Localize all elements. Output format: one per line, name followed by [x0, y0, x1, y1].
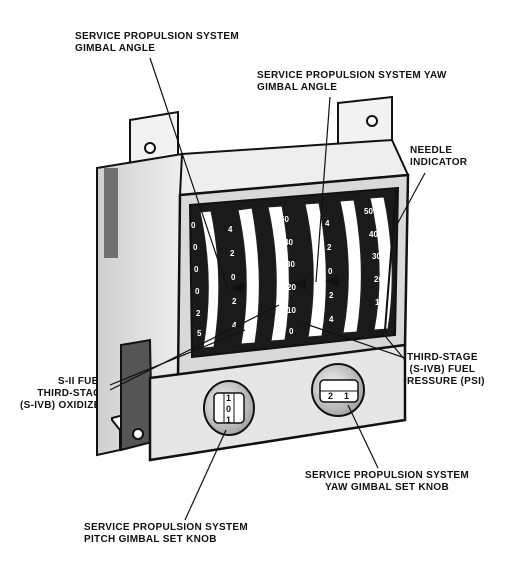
left-tick-4: 2 [196, 309, 201, 318]
leader-lines [109, 57, 426, 521]
pressure-tick-4: 10 [287, 306, 296, 315]
pressure2-tick-5: 0 [377, 319, 382, 328]
yaw-digit-1: 1 [344, 391, 349, 401]
yaw-tick-1: 2 [327, 243, 332, 252]
pitch-tick-0: 4 [228, 225, 233, 234]
yaw-tick-3: 2 [329, 291, 334, 300]
yaw-tick-4: 4 [329, 315, 334, 324]
pressure2-tick-2: 30 [372, 252, 381, 261]
pressure-tick-3: 20 [287, 283, 296, 292]
yaw-tick-2: 0 [328, 267, 333, 276]
yaw-gimbal-set-knob[interactable]: 2 1 [311, 363, 365, 417]
pressure-tick-5: 0 [289, 327, 294, 336]
pitch-tick-1: 2 [230, 249, 235, 258]
needle-indicator [384, 189, 397, 331]
left-tick-1: 0 [193, 243, 198, 252]
yaw-tick-0: 4 [325, 219, 330, 228]
pressure2-tick-4: 10 [375, 298, 384, 307]
pitch-digit-2: 1 [226, 415, 231, 425]
pressure2-tick-1: 40 [369, 230, 378, 239]
pitch-tick-4: 4 [232, 321, 237, 330]
pitch-gimbal-set-knob[interactable]: 1 0 1 [203, 380, 255, 436]
yaw-digit-0: 2 [328, 391, 333, 401]
pitch-tick-2: 0 [231, 273, 236, 282]
pitch-tick-3: 2 [232, 297, 237, 306]
label-sii-fuel: S-II FUEL,THIRD-STAGE(S-IVB) OXIDIZER [20, 376, 109, 411]
needle-pointers [230, 275, 339, 294]
pressure2-tick-3: 20 [374, 275, 383, 284]
mounting-tab-lower [120, 338, 154, 452]
left-tick-3: 0 [195, 287, 200, 296]
pressure-tick-0: 50 [280, 215, 289, 224]
left-tick-2: 0 [194, 265, 199, 274]
pitch-digit-1: 0 [226, 404, 231, 414]
left-tick-0: 0 [191, 221, 196, 230]
pressure-tick-1: 40 [284, 238, 293, 247]
pressure-tick-2: 30 [286, 260, 295, 269]
pressure2-tick-0: 50 [364, 207, 373, 216]
left-tick-5: 5 [197, 329, 202, 338]
pitch-digit-0: 1 [226, 393, 231, 403]
